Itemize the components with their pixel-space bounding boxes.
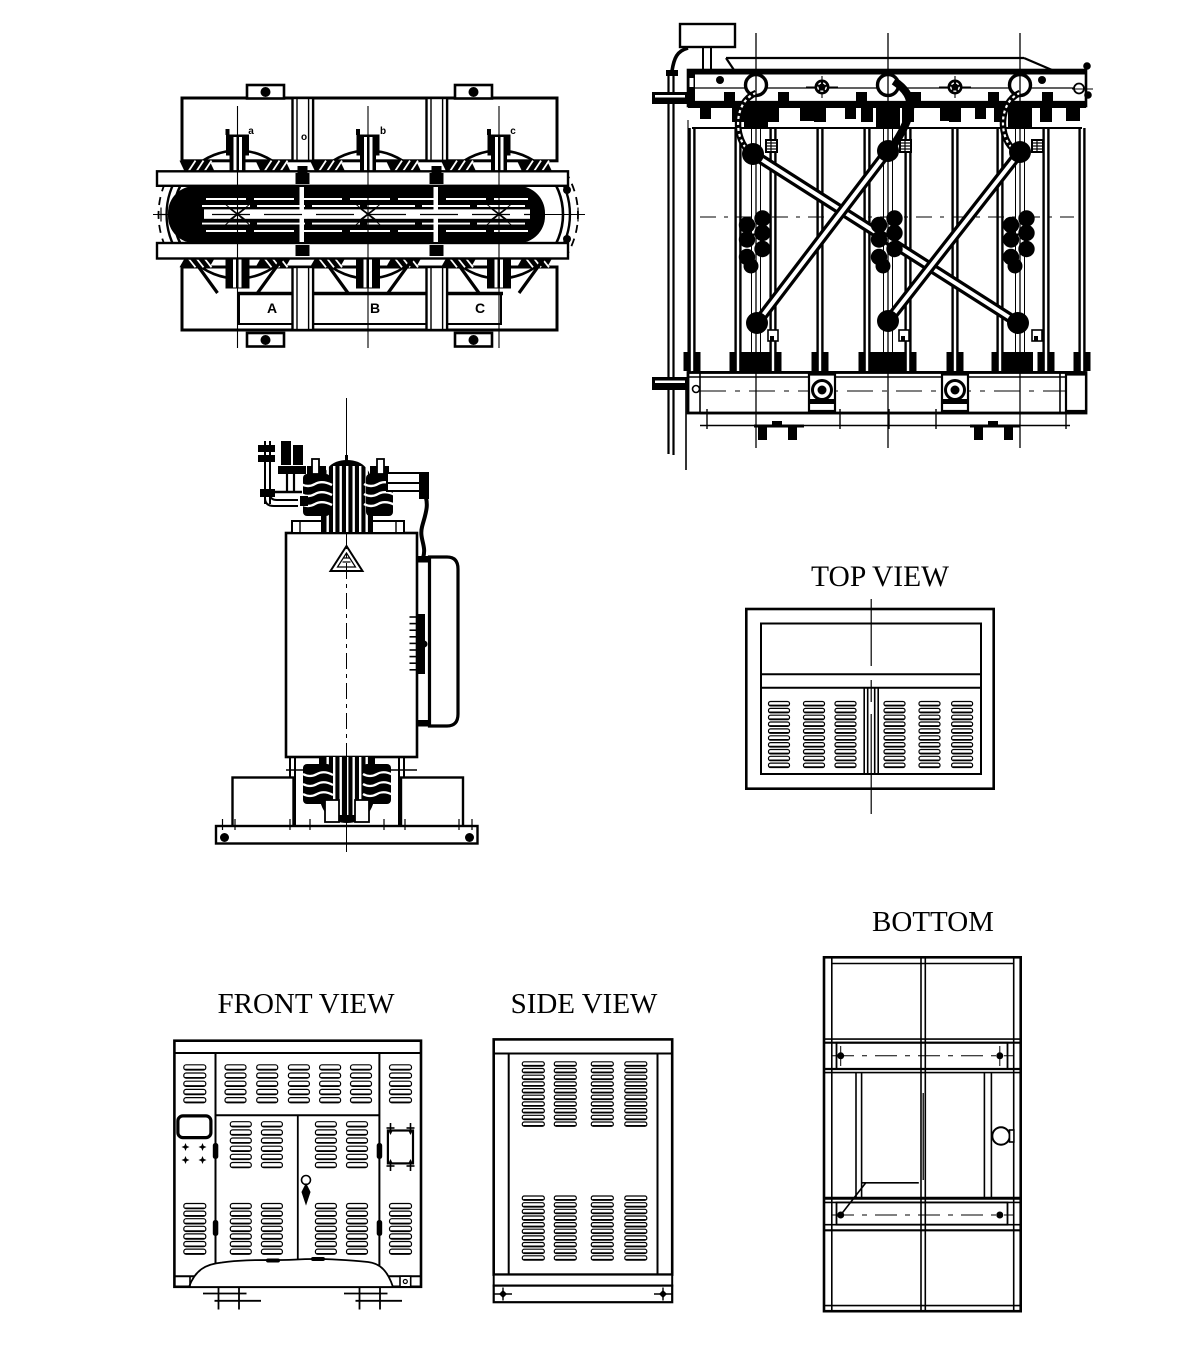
svg-text:C: C xyxy=(475,300,485,316)
svg-text:a: a xyxy=(248,126,254,137)
svg-text:B: B xyxy=(370,300,380,316)
svg-text:TOP VIEW: TOP VIEW xyxy=(811,561,949,593)
svg-text:SIDE VIEW: SIDE VIEW xyxy=(511,988,658,1020)
svg-text:o: o xyxy=(301,132,307,143)
svg-text:A: A xyxy=(267,300,277,316)
svg-text:BOTTOM: BOTTOM xyxy=(872,906,994,938)
svg-text:FRONT VIEW: FRONT VIEW xyxy=(218,988,396,1020)
svg-text:c: c xyxy=(510,126,516,137)
svg-text:b: b xyxy=(380,126,386,137)
